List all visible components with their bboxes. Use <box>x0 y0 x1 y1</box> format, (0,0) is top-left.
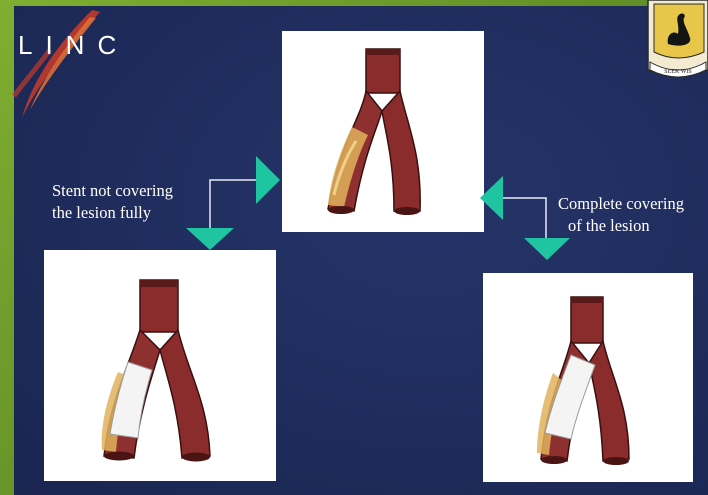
university-crest: SEEK WIS <box>644 0 708 82</box>
caption-line-1: Complete covering <box>558 193 684 215</box>
stent-full-coverage-illustration <box>483 273 693 482</box>
logo-text: LINC <box>18 30 129 61</box>
caption-line-1: Stent not covering <box>52 180 173 202</box>
swan-crest-icon: SEEK WIS <box>644 0 708 82</box>
vessel-bifurcation-lesion-illustration <box>282 31 484 232</box>
caption-line-2: of the lesion <box>558 215 684 237</box>
linc-logo: LINC <box>0 0 150 140</box>
lesion-image-before <box>282 31 484 232</box>
caption-line-2: the lesion fully <box>52 202 173 224</box>
crest-motto: SEEK WIS <box>664 69 691 75</box>
stent-complete-image <box>483 273 693 482</box>
caption-complete-coverage: Complete covering of the lesion <box>558 193 684 237</box>
stent-partial-coverage-illustration <box>44 250 276 481</box>
logo-swoosh-icon <box>0 0 150 140</box>
caption-incomplete-coverage: Stent not covering the lesion fully <box>52 180 173 224</box>
stent-incomplete-image <box>44 250 276 481</box>
